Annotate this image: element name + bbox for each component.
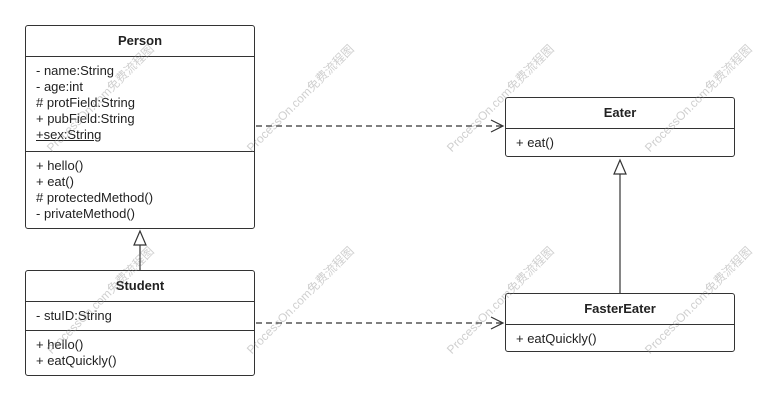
open-arrowhead bbox=[490, 119, 505, 133]
methods-section: + eat() bbox=[506, 129, 734, 156]
method-item: + eatQuickly() bbox=[516, 331, 597, 346]
attribute-item: - age:int bbox=[36, 79, 83, 94]
class-fastereater: FasterEater + eatQuickly() bbox=[505, 293, 735, 352]
hollow-triangle-arrowhead bbox=[613, 158, 627, 175]
class-name: FasterEater bbox=[506, 294, 734, 325]
method-item: # protectedMethod() bbox=[36, 190, 154, 205]
method-item: + eat() bbox=[516, 135, 554, 150]
class-person: Person - name:String - age:int # protFie… bbox=[25, 25, 255, 229]
class-name: Eater bbox=[506, 98, 734, 129]
attributes-section: - stuID:String bbox=[26, 302, 254, 331]
method-item: + hello() bbox=[36, 337, 84, 352]
methods-section: + hello() + eatQuickly() bbox=[26, 331, 254, 375]
dashed-arrow-person-to-eater bbox=[256, 119, 505, 133]
class-name: Student bbox=[26, 271, 254, 302]
class-student: Student - stuID:String + hello() + eatQu… bbox=[25, 270, 255, 376]
attribute-item: + pubField:String bbox=[36, 111, 135, 126]
methods-section: + hello() + eat() # protectedMethod() - … bbox=[26, 152, 254, 228]
dashed-arrow-student-to-fastereater bbox=[256, 316, 505, 330]
method-item: + hello() bbox=[36, 158, 84, 173]
hollow-triangle-arrowhead bbox=[133, 229, 147, 246]
class-eater: Eater + eat() bbox=[505, 97, 735, 157]
static-attribute-item: +sex:String bbox=[36, 127, 102, 142]
open-arrowhead bbox=[490, 316, 505, 330]
methods-section: + eatQuickly() bbox=[506, 325, 734, 351]
method-item: + eatQuickly() bbox=[36, 353, 117, 368]
attributes-section: - name:String - age:int # protField:Stri… bbox=[26, 57, 254, 152]
method-item: - privateMethod() bbox=[36, 206, 135, 221]
method-item: + eat() bbox=[36, 174, 74, 189]
attribute-item: - stuID:String bbox=[36, 308, 112, 323]
class-name: Person bbox=[26, 26, 254, 57]
inheritance-arrow-fastereater-to-eater bbox=[613, 158, 627, 293]
attribute-item: - name:String bbox=[36, 63, 115, 78]
inheritance-arrow-student-to-person bbox=[133, 229, 147, 270]
attribute-item: # protField:String bbox=[36, 95, 135, 110]
